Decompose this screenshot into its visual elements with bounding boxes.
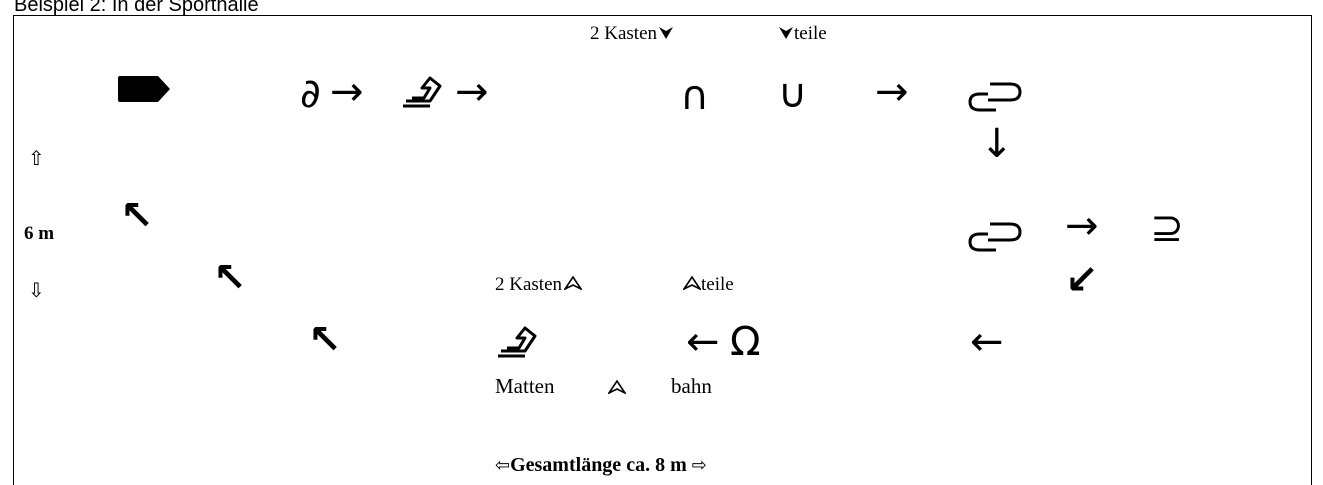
arrow-down-icon: ↓ (980, 121, 1014, 167)
top-parts-label-b: teile (794, 23, 827, 44)
arrowhead-up-icon (681, 275, 703, 292)
hollow-down-arrow-icon: ⇩ (28, 278, 45, 302)
arrow-down-left-icon: ↙ (1065, 257, 1099, 303)
pentagon-arrow-icon (118, 76, 170, 102)
arrow-right-icon: → (455, 69, 489, 115)
length-label: Gesamtlänge ca. 8 m (510, 454, 687, 476)
vaulting-figure-icon (498, 326, 537, 358)
arrowhead-down-icon (659, 27, 674, 39)
loop-icon (968, 82, 1022, 112)
arrow-up-left-icon: ↖ (308, 317, 342, 363)
top-box-label: 2 Kasten (590, 24, 674, 43)
length-indicator: ⇦Gesamtlänge ca. 8 m ⇨ (495, 455, 707, 475)
superset-equal-symbol: ⊇ (1150, 205, 1184, 251)
omega-symbol: Ω (730, 319, 761, 365)
arrow-left-icon: ← (686, 319, 720, 365)
arrow-right-icon: → (875, 69, 909, 115)
bottom-parts-label-b: teile (701, 274, 734, 295)
arrow-right-icon: → (1065, 203, 1099, 249)
bottom-box-label: 2 Kasten (495, 274, 584, 295)
height-label: 6 m (24, 223, 55, 244)
figure-caption: Beispiel 2: In der Sporthalle (14, 0, 259, 16)
bottom-box-label-a: 2 Kasten (495, 274, 563, 295)
arrow-up-left-icon: ↖ (120, 193, 154, 239)
hollow-up-arrow-icon: ⇧ (28, 146, 45, 170)
hollow-left-arrow-icon: ⇦ (495, 455, 511, 476)
hollow-right-arrow-icon: ⇨ (691, 455, 707, 476)
arrowhead-down-icon (779, 27, 793, 39)
vaulting-figure-icon (403, 76, 442, 108)
arrowhead-up-icon (562, 275, 584, 292)
union-symbol: ∪ (778, 71, 808, 117)
diagram-frame (13, 15, 1312, 485)
loop-icon (968, 222, 1022, 252)
mat-label-b: bahn (671, 374, 712, 398)
partial-symbol: ∂ (300, 71, 321, 117)
bottom-parts-label: teile (681, 274, 734, 295)
top-parts-label: teile (778, 24, 827, 43)
arrow-right-icon: → (330, 69, 364, 115)
intersection-symbol: ∩ (680, 73, 710, 119)
arrowhead-up-icon (608, 380, 626, 394)
mat-label-a: Matten (495, 374, 555, 398)
arrow-up-left-icon: ↖ (213, 255, 247, 301)
top-box-label-a: 2 Kasten (590, 23, 658, 44)
arrow-left-icon: ← (970, 319, 1004, 365)
